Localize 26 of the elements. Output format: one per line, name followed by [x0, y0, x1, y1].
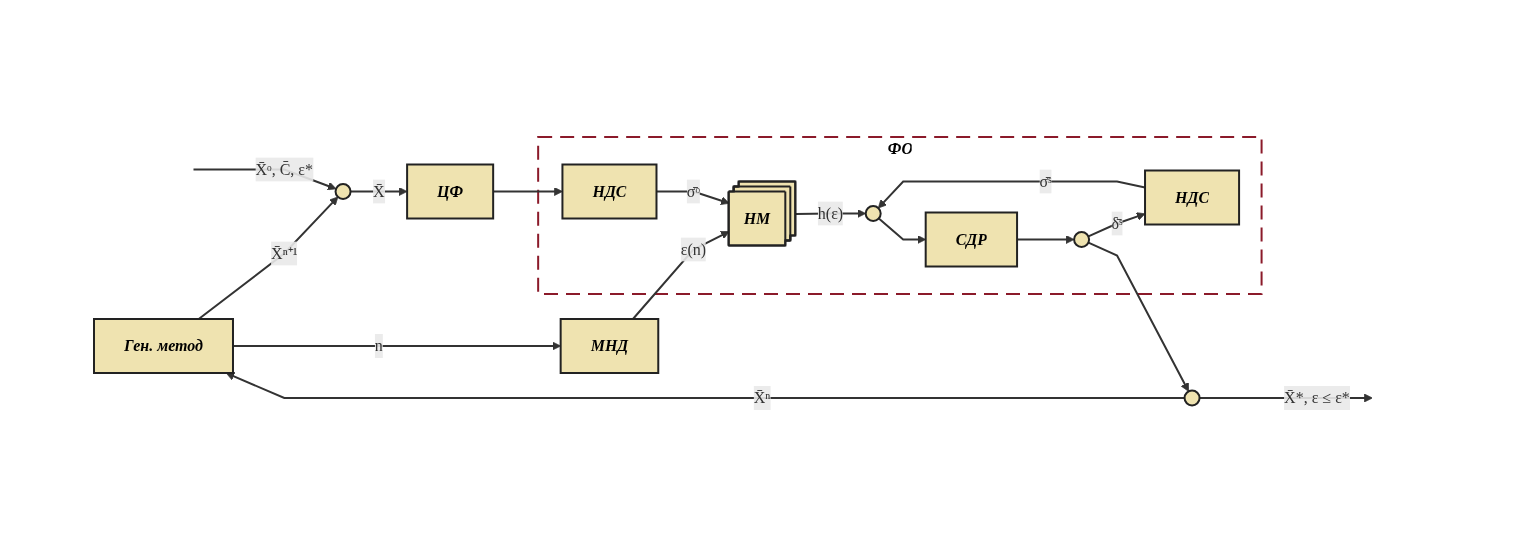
node-circle	[1183, 389, 1201, 407]
node-box: Ген. метод	[92, 318, 234, 374]
edge-label: X̄*, ε ≤ ε*	[1283, 389, 1350, 406]
edge-label: ε(n)	[680, 240, 706, 258]
edge-label: X̄	[372, 182, 385, 200]
node-box: СДР	[924, 211, 1018, 268]
edge-label: n	[374, 337, 383, 354]
node-box: НДС	[1143, 169, 1240, 226]
arrow	[197, 196, 339, 320]
node-circle	[334, 183, 352, 200]
edge-label: δ̄ˢ	[1111, 214, 1123, 232]
node-box: ЦФ	[405, 163, 494, 220]
edge-label: X̄ⁿ⁺¹	[270, 244, 298, 262]
arrow	[1087, 241, 1189, 392]
arrow	[877, 217, 926, 244]
edge-label: σ̄ˢ	[1039, 172, 1052, 190]
node-circle	[1072, 231, 1090, 248]
edge-label: X̄ᵒ, C̄, ε*	[255, 160, 313, 178]
edge-label: σ̄ᵒ	[686, 182, 700, 200]
node-box: МНД	[559, 318, 660, 374]
arrow	[631, 231, 730, 320]
node-box: НДС	[561, 163, 658, 220]
edge-label: X̄ⁿ	[753, 389, 771, 406]
arrow	[225, 372, 1186, 399]
edge-label: h(ε)	[817, 204, 843, 222]
node-circle	[864, 205, 882, 222]
